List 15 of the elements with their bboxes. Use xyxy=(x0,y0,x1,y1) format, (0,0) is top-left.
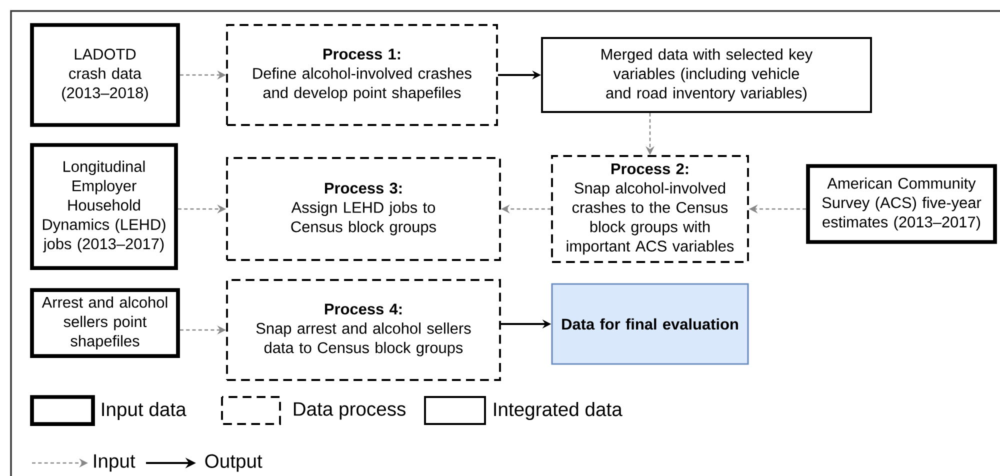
legend-label: Input xyxy=(94,454,136,472)
legend-label: Input data xyxy=(102,402,186,420)
process-box: Process 2: Snap alcohol-involved crashes to the Census block groups with important ACS variables xyxy=(551,155,749,263)
process-box: Process 1: Define alcohol-involved crashes and develop point shapefiles xyxy=(226,24,498,126)
input-data-box: LADOTD crash data (2013–2018) xyxy=(30,23,180,127)
output-box: Data for final evaluation xyxy=(551,283,749,365)
legend-label: Data process xyxy=(294,402,406,420)
input-data-box: American Community Survey (ACS) five-year estimates (2013–2017) xyxy=(806,164,997,244)
integrated-data-box: Merged data with selected key variables (including vehicle and road inventory variables) xyxy=(541,37,872,113)
process-box: Process 3: Assign LEHD jobs to Census block groups xyxy=(226,157,501,261)
process-box: Process 4: Snap arrest and alcohol sellers data to Census block groups xyxy=(226,279,501,381)
input-data-box: Arrest and alcohol sellers point shapefiles xyxy=(30,288,180,358)
legend-label: Output xyxy=(205,454,262,472)
legend-label: Integrated data xyxy=(494,402,622,420)
input-data-box: Longitudinal Employer Household Dynamics (LEHD) jobs (2013–2017) xyxy=(30,143,178,270)
